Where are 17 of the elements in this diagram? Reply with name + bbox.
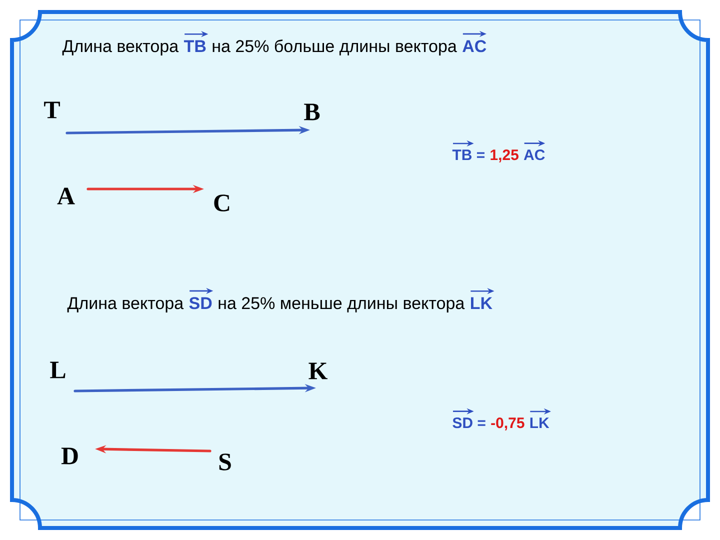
- vector-name: TB =: [452, 140, 484, 160]
- point-label: L: [50, 362, 66, 378]
- coefficient: 1,25: [490, 150, 518, 162]
- point-label: T: [44, 102, 60, 118]
- sentence-text: Длина вектора: [62, 40, 179, 56]
- point-label: D: [61, 448, 78, 464]
- point-label: S: [219, 454, 231, 470]
- sentence-text: Длина вектора: [67, 297, 184, 313]
- sentence-text: на 25% больше длины вектора: [212, 40, 457, 56]
- point-label: K: [308, 362, 328, 380]
- point-label: A: [57, 188, 75, 204]
- point-label: B: [304, 104, 320, 120]
- point-label: C: [214, 194, 230, 212]
- vector-name: SD =: [452, 408, 486, 428]
- vector-name: AC: [462, 30, 486, 52]
- coefficient: -0,75: [491, 418, 524, 430]
- sentence-text: на 25% меньше длины вектора: [218, 297, 465, 313]
